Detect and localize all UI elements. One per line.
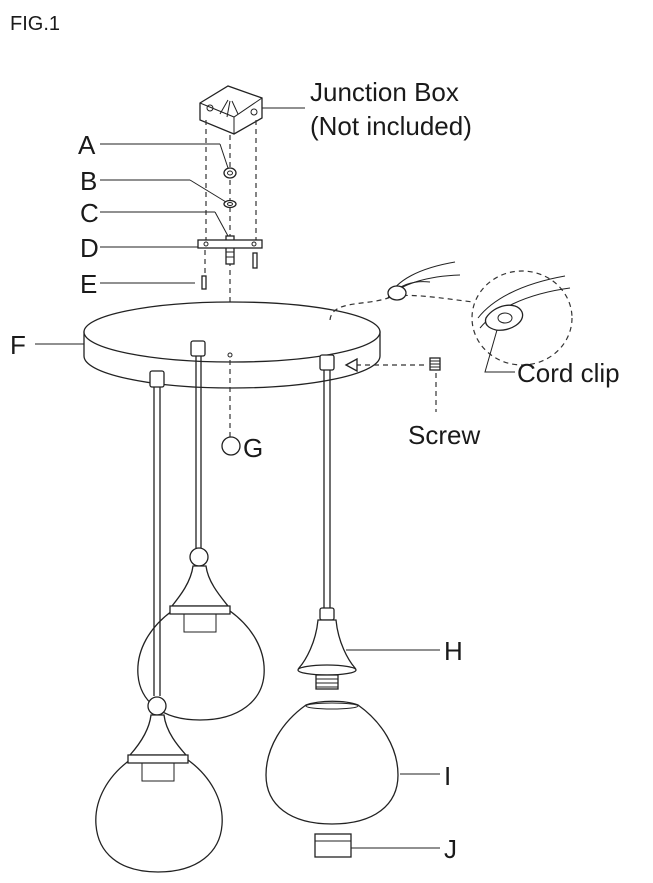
pendant-left-front xyxy=(95,370,223,873)
leader-a-tip xyxy=(219,143,229,169)
label-f: F xyxy=(10,330,26,360)
junction-box-label: Junction Box xyxy=(310,77,459,107)
junction-box-note: (Not included) xyxy=(310,111,472,141)
pendant-right-exploded xyxy=(297,354,357,690)
side-screw xyxy=(429,357,441,371)
junction-box xyxy=(199,85,263,135)
label-h: H xyxy=(444,636,463,666)
screw-label: Screw xyxy=(408,420,480,450)
part-b-washer xyxy=(223,199,237,209)
label-d: D xyxy=(80,233,99,263)
label-g: G xyxy=(243,433,263,463)
leader-c-tip xyxy=(214,211,229,237)
cord-clip-leader xyxy=(484,329,515,373)
screw-arrow xyxy=(344,357,358,373)
label-i: I xyxy=(444,761,451,791)
part-j-ring xyxy=(314,833,352,858)
part-d-mounting-bracket xyxy=(197,239,263,249)
figure-title: FIG.1 xyxy=(10,13,60,35)
label-j: J xyxy=(444,834,457,864)
part-e-screws xyxy=(201,252,258,290)
part-i-glass-shade xyxy=(265,700,399,825)
cord-clip-detail xyxy=(329,261,573,366)
label-c: C xyxy=(80,198,99,228)
label-e: E xyxy=(80,269,97,299)
label-b: B xyxy=(80,166,97,196)
label-a: A xyxy=(78,130,96,160)
cord-clip-label: Cord clip xyxy=(517,358,620,388)
part-a-nut xyxy=(223,167,237,179)
leader-b-tip xyxy=(189,179,227,203)
part-f-canopy xyxy=(83,301,381,389)
part-g-cap xyxy=(221,352,241,456)
pendant-left-back xyxy=(137,340,265,721)
